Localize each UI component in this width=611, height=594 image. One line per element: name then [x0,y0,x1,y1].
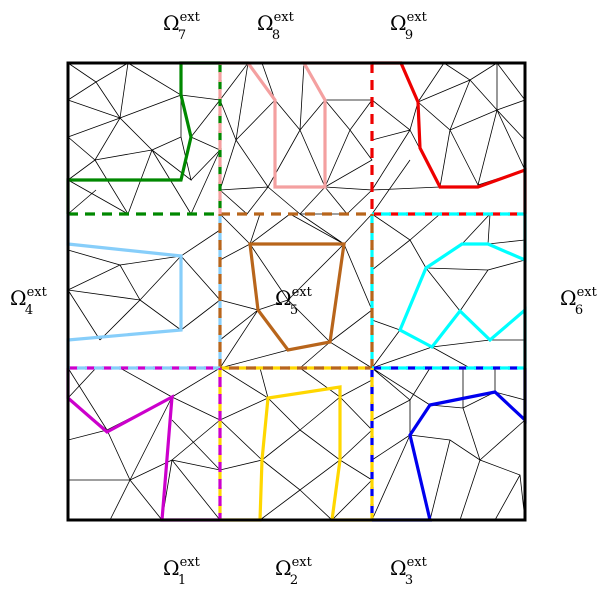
subdomain-3-outline [372,368,527,522]
subdomain-boundaries [68,63,525,520]
subdomain-6-outline [397,214,527,368]
subdomain-4-outline [66,214,183,368]
subdomain-5-outline [248,242,346,352]
subdomain-9-outline [372,61,527,214]
domain-boundary [66,61,527,522]
subdomain-2-outline [220,385,372,522]
subdomain-8-outline [220,61,372,189]
